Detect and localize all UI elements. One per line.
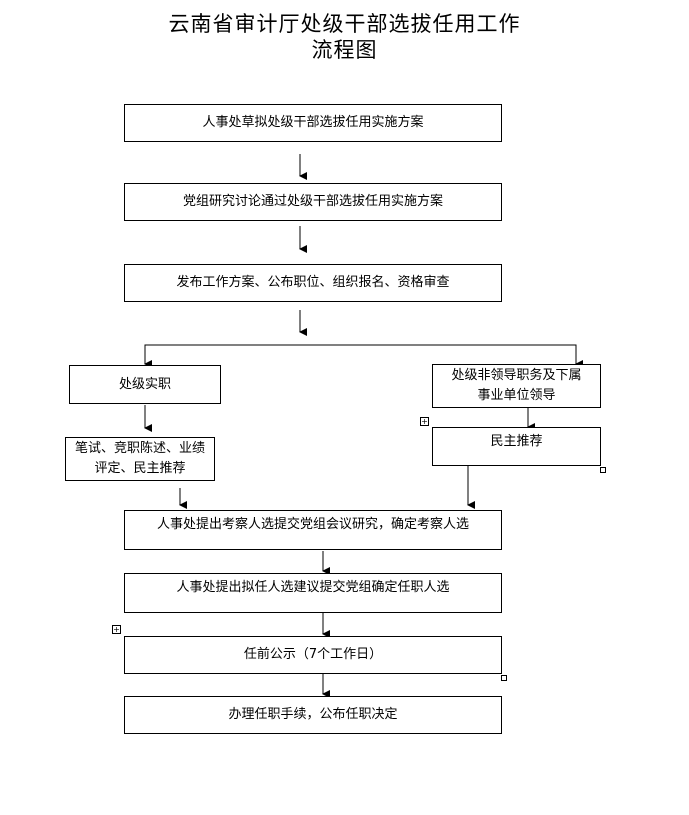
step-publish-plan: 发布工作方案、公布职位、组织报名、资格审查 <box>124 264 502 302</box>
step-exam-recommend-line1: 笔试、竞职陈述、业绩 <box>74 441 205 456</box>
step-non-leadership-post-line2: 事业单位领导 <box>477 388 556 403</box>
resize-handle-icon[interactable] <box>600 467 606 473</box>
move-anchor-icon[interactable]: + <box>112 625 121 634</box>
step-non-leadership-post-line1: 处级非领导职务及下属 <box>451 368 582 383</box>
move-anchor-icon[interactable]: + <box>420 417 429 426</box>
step-democratic-recommend: 民主推荐 <box>432 427 601 466</box>
step-public-notice: 任前公示（7个工作日） <box>124 636 502 674</box>
step-propose-appointees: 人事处提出拟任人选建议提交党组确定任职人选 <box>124 573 502 613</box>
step-exam-recommend-line2: 评定、民主推荐 <box>94 461 186 476</box>
step-non-leadership-post: 处级非领导职务及下属 事业单位领导 <box>432 364 601 408</box>
step-exam-recommend: 笔试、竞职陈述、业绩 评定、民主推荐 <box>65 437 215 481</box>
step-approve-plan: 党组研究讨论通过处级干部选拔任用实施方案 <box>124 183 502 221</box>
branch-line <box>144 344 577 362</box>
diagram-title-line2: 流程图 <box>311 38 378 62</box>
step-propose-candidates: 人事处提出考察人选提交党组会议研究，确定考察人选 <box>124 510 502 550</box>
step-actual-post: 处级实职 <box>69 365 221 404</box>
step-formalities: 办理任职手续，公布任职决定 <box>124 696 502 734</box>
resize-handle-icon[interactable] <box>501 675 507 681</box>
step-draft-plan: 人事处草拟处级干部选拔任用实施方案 <box>124 104 502 142</box>
diagram-title-line1: 云南省审计厅处级干部选拔任用工作 <box>168 12 521 36</box>
